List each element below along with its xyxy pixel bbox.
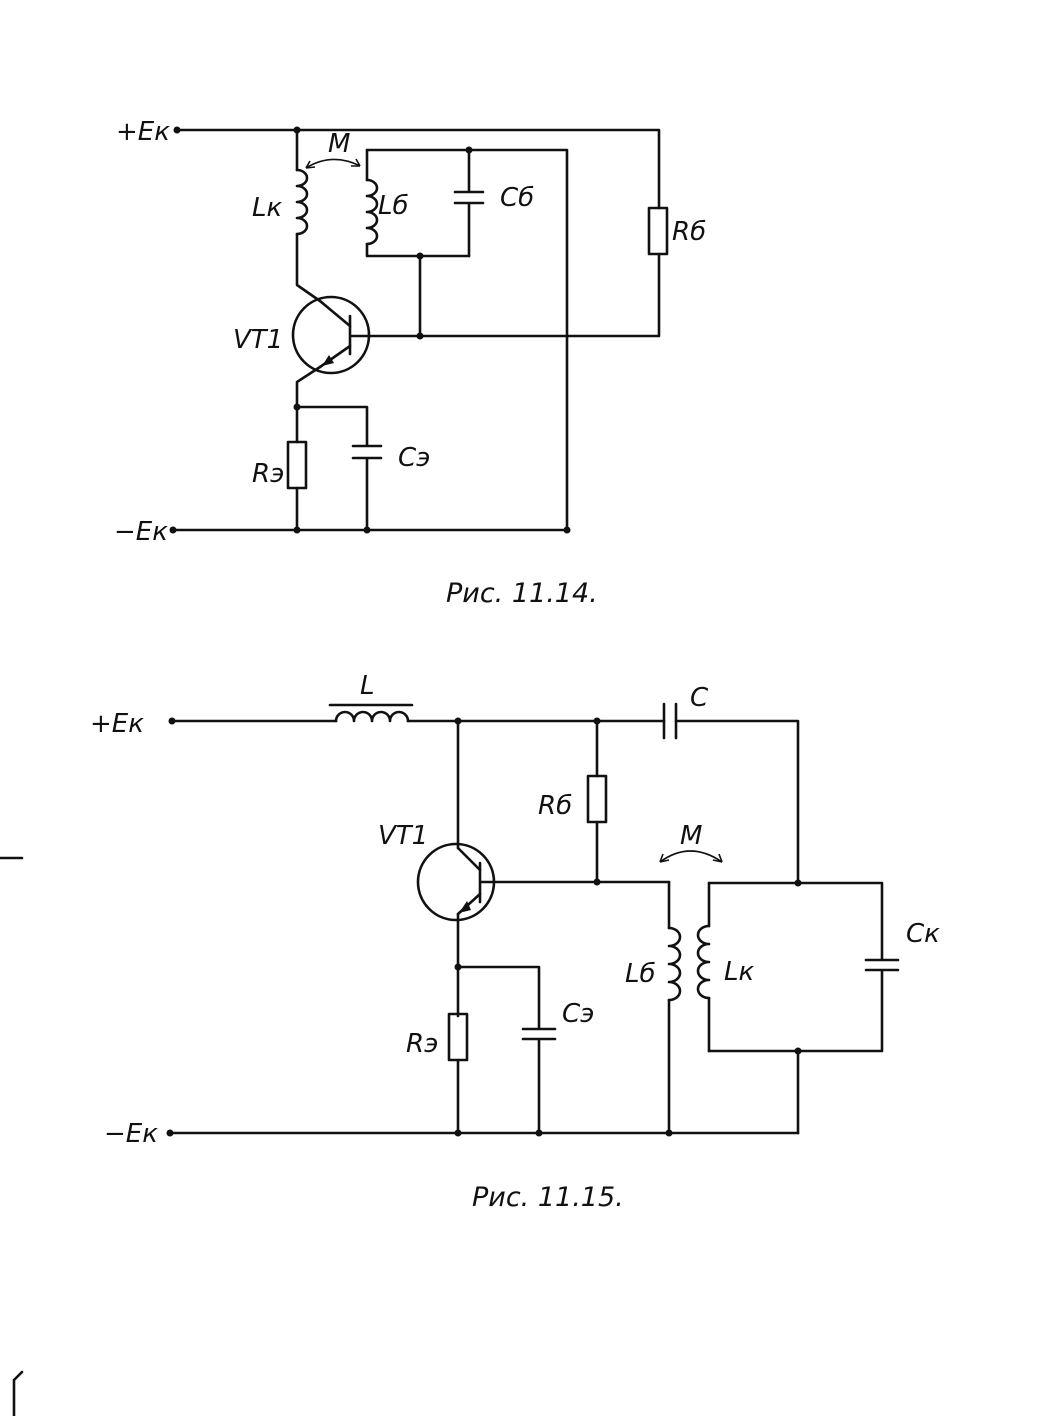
label-re: Rэ bbox=[252, 459, 284, 489]
label-vplus-2: +Eк bbox=[90, 709, 144, 739]
wire-lk-to-collector bbox=[295, 232, 322, 303]
capacitor-cb bbox=[453, 148, 485, 258]
label-mutual: M bbox=[328, 129, 350, 159]
capacitor-c bbox=[662, 702, 678, 740]
mutual-arrow-heads-2 bbox=[659, 853, 723, 863]
resistor-re bbox=[286, 440, 308, 490]
wire-c-to-tank bbox=[674, 719, 800, 885]
capacitor-ce bbox=[295, 405, 383, 532]
label-lk: Lк bbox=[252, 193, 282, 223]
label-lk-2: Lк bbox=[724, 957, 754, 987]
capacitor-ce-2 bbox=[456, 965, 557, 1135]
resistor-rb bbox=[647, 206, 669, 256]
label-ce: Cэ bbox=[398, 443, 430, 473]
label-vminus: −Eк bbox=[114, 517, 168, 547]
transistor-base bbox=[348, 314, 422, 356]
inductor-lb bbox=[365, 178, 379, 246]
capacitor-ck bbox=[707, 881, 900, 1053]
label-re-2: Rэ bbox=[406, 1029, 438, 1059]
wire-tank-bottom bbox=[365, 242, 471, 258]
wire-tank-top-to-ground bbox=[365, 148, 569, 532]
label-mutual-2: M bbox=[680, 821, 702, 851]
transistor-leads-2 bbox=[456, 846, 482, 916]
label-vminus-2: −Eк bbox=[104, 1119, 158, 1149]
resistor-rb-2 bbox=[586, 774, 608, 824]
transistor-base-2 bbox=[478, 861, 671, 904]
label-rb: Rб bbox=[672, 217, 706, 247]
scan-corner-mark bbox=[12, 1370, 24, 1416]
label-ce-2: Cэ bbox=[562, 999, 594, 1029]
emitter-arrow-2 bbox=[459, 901, 471, 913]
label-lb-2: Lб bbox=[625, 959, 656, 989]
label-vt1: VT1 bbox=[233, 325, 283, 355]
emitter-arrow bbox=[322, 355, 334, 366]
inductor-l bbox=[334, 710, 410, 723]
label-vplus: +Eк bbox=[116, 117, 170, 147]
inductor-lk bbox=[295, 168, 309, 236]
mutual-arrow-2 bbox=[659, 850, 723, 863]
wire-rb-to-base bbox=[418, 252, 661, 338]
wire-top-rail bbox=[175, 128, 661, 210]
label-c: C bbox=[690, 683, 709, 713]
wire-emitter bbox=[295, 365, 322, 409]
label-lb: Lб bbox=[378, 191, 409, 221]
figure-11-14: +Eк −Eк M Lк Lб Cб Rб VT1 Rэ Cэ Рис. 11.… bbox=[114, 117, 706, 609]
label-ck: Cк bbox=[906, 919, 940, 949]
label-vt1-2: VT1 bbox=[378, 821, 428, 851]
label-l: L bbox=[360, 671, 375, 701]
inductor-lb-2 bbox=[667, 926, 682, 1002]
label-rb-2: Rб bbox=[538, 791, 572, 821]
caption-11-14: Рис. 11.14. bbox=[446, 578, 598, 609]
junction-dots-2 bbox=[454, 717, 802, 1137]
caption-11-15: Рис. 11.15. bbox=[472, 1182, 624, 1213]
mutual-arrow-heads bbox=[305, 158, 361, 169]
resistor-re-2 bbox=[447, 1012, 469, 1062]
inductor-lk-2 bbox=[696, 924, 711, 1000]
transistor-leads bbox=[318, 299, 352, 369]
mutual-arrow bbox=[305, 158, 361, 169]
figure-11-15: +Eк −Eк L C Rб M VT1 Lб Lк Cк Rэ Cэ Рис.… bbox=[90, 671, 940, 1213]
junction-dots bbox=[293, 126, 571, 534]
label-cb: Cб bbox=[500, 183, 534, 213]
